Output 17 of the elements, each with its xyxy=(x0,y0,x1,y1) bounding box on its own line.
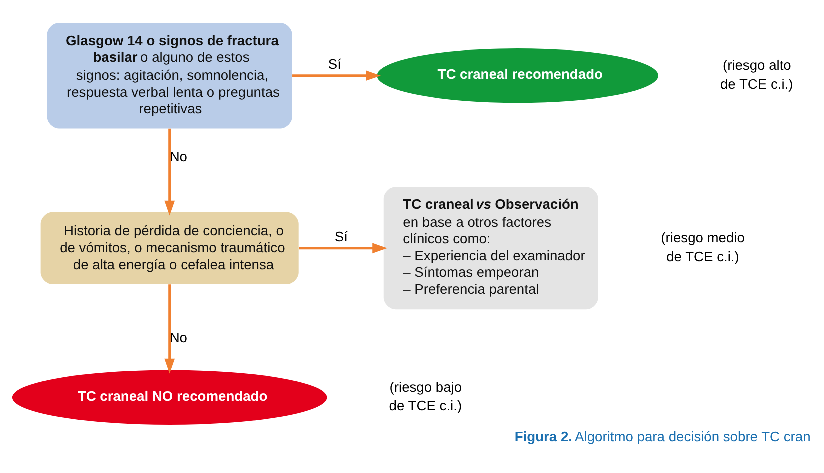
arrow xyxy=(299,243,388,254)
node-box: Historia de pérdida de conciencia, o de vómitos, o mecanismo traumático de alta energía o cefalea intensa xyxy=(40,212,299,284)
edge-label: Sí xyxy=(334,228,348,245)
node-ellipse: TC craneal NO recomendado xyxy=(12,370,328,425)
node-ellipse: TC craneal recomendado xyxy=(377,48,658,104)
label: (riesgo medio de TCE c.i.) xyxy=(661,230,745,264)
caption: Figura 2. Algoritmo para decisión sobre TC cran xyxy=(514,428,811,444)
edge-label: No xyxy=(170,329,188,346)
node-box: TC craneal vs Observación en base a otros factores clínicos como: – Experiencia del examinador – Síntomas empeoran – Preferencia parental xyxy=(384,187,598,310)
arrow xyxy=(292,70,381,82)
edge-label: Sí xyxy=(328,56,342,72)
node-box: Glasgow 14 o signos de fractura basilar o alguno de estos signos: agitación, somnolencia, respuesta verbal lenta o preguntas repetitivas xyxy=(47,22,292,129)
arrow xyxy=(164,128,176,216)
label: (riesgo bajo de TCE c.i.) xyxy=(389,378,462,414)
label: (riesgo alto de TCE c.i.) xyxy=(720,57,794,92)
arrow xyxy=(164,284,176,374)
edge-label: No xyxy=(170,148,188,165)
